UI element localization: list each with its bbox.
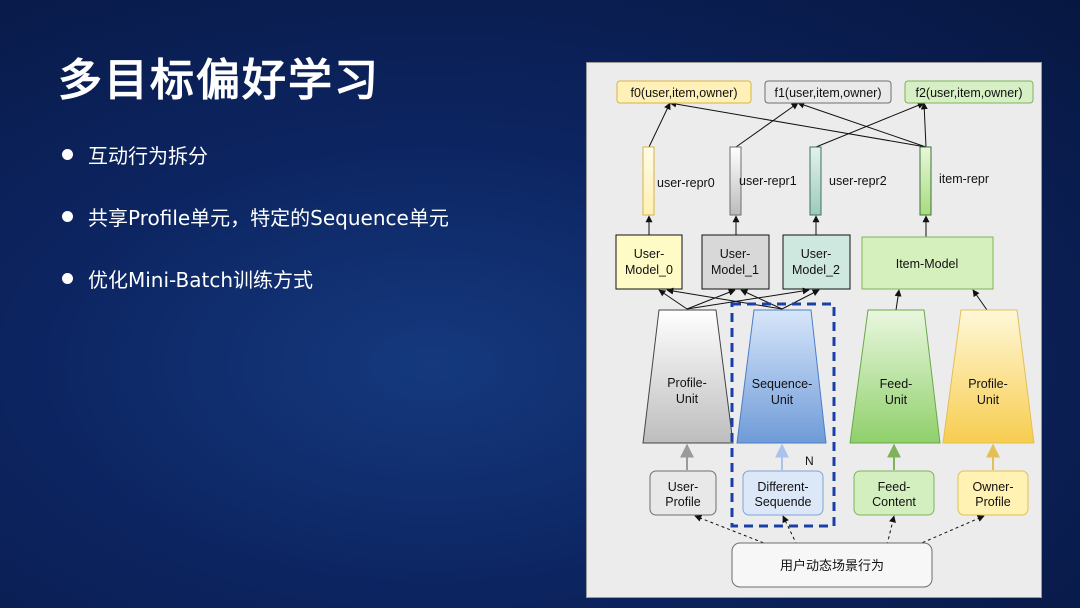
unit-label-feed-line2: Unit: [885, 393, 908, 407]
bullet-text: 优化Mini-Batch训练方式: [88, 268, 314, 292]
unit-to-model-arrows: [658, 287, 988, 311]
input-label-owner-line1: Owner-: [973, 480, 1014, 494]
input-label-user-line2: Profile: [665, 495, 700, 509]
repr-label-user0: user-repr0: [657, 176, 715, 190]
output-label-f0: f0(user,item,owner): [631, 86, 738, 100]
output-label-f1: f1(user,item,owner): [775, 86, 882, 100]
diagram-svg: f0(user,item,owner) f1(user,item,owner) …: [615, 80, 1035, 588]
output-box-f1: f1(user,item,owner): [764, 80, 892, 104]
model-label-user0-line2: Model_0: [625, 263, 673, 277]
input-different-sequence: Different- Sequende: [742, 470, 824, 516]
unit-label-sequence-line2: Unit: [771, 393, 794, 407]
input-owner-profile: Owner- Profile: [957, 470, 1029, 516]
repr-bar-user1: [729, 146, 742, 216]
model-box-user1: User- Model_1: [701, 234, 770, 290]
output-box-f2: f2(user,item,owner): [904, 80, 1034, 104]
unit-label-profile-line2: Unit: [676, 392, 699, 406]
model-label-user2-line1: User-: [801, 247, 832, 261]
repr-label-user2: user-repr2: [829, 174, 887, 188]
bullet-item: 共享Profile单元，特定的Sequence单元: [62, 202, 449, 264]
bullet-text: 互动行为拆分: [88, 144, 208, 168]
repeat-n-label: N: [805, 454, 814, 468]
repr-bar-item: [919, 146, 932, 216]
architecture-diagram: f0(user,item,owner) f1(user,item,owner) …: [586, 62, 1042, 598]
output-connectors: [648, 100, 928, 148]
unit-label-feed-line1: Feed-: [880, 377, 913, 391]
sequence-group-dashed-box: [730, 302, 836, 528]
model-label-user1-line1: User-: [720, 247, 751, 261]
source-label: 用户动态场景行为: [780, 558, 884, 574]
unit-label-profile-line1: Profile-: [667, 376, 707, 390]
model-box-user0: User- Model_0: [615, 234, 683, 290]
bullet-list: 互动行为拆分 共享Profile单元，特定的Sequence单元 优化Mini-…: [62, 140, 449, 326]
unit-label-sequence-line1: Sequence-: [752, 377, 812, 391]
bullet-text: 共享Profile单元，特定的Sequence单元: [88, 206, 449, 230]
model-label-item: Item-Model: [896, 257, 959, 271]
input-label-user-line1: User-: [668, 480, 699, 494]
repr-bar-user0: [642, 146, 655, 216]
output-label-f2: f2(user,item,owner): [916, 86, 1023, 100]
source-connectors: [694, 515, 985, 546]
bullet-dot-icon: [62, 149, 73, 160]
repr-bar-user2: [809, 146, 822, 216]
unit-feed: Feed- Unit: [849, 309, 941, 444]
repr-label-user1: user-repr1: [739, 174, 797, 188]
input-label-seq-line1: Different-: [757, 480, 808, 494]
unit-profile-user: Profile- Unit: [642, 309, 734, 444]
unit-profile-owner: Profile- Unit: [942, 309, 1035, 444]
model-label-user1-line2: Model_1: [711, 263, 759, 277]
input-label-seq-line2: Sequende: [754, 495, 811, 509]
input-label-feed-line2: Content: [872, 495, 916, 509]
output-box-f0: f0(user,item,owner): [616, 80, 752, 104]
bullet-item: 优化Mini-Batch训练方式: [62, 264, 449, 326]
model-to-repr-arrows: [645, 215, 930, 237]
source-box: 用户动态场景行为: [731, 542, 933, 588]
input-label-owner-line2: Profile: [975, 495, 1010, 509]
input-feed-content: Feed- Content: [853, 470, 935, 516]
model-box-user2: User- Model_2: [782, 234, 851, 290]
bullet-item: 互动行为拆分: [62, 140, 449, 202]
repr-label-item: item-repr: [939, 172, 989, 186]
unit-label-owner-line2: Unit: [977, 393, 1000, 407]
model-label-user0-line1: User-: [634, 247, 665, 261]
input-user-profile: User- Profile: [649, 470, 717, 516]
model-label-user2-line2: Model_2: [792, 263, 840, 277]
bullet-dot-icon: [62, 273, 73, 284]
model-box-item: Item-Model: [861, 236, 994, 290]
unit-sequence: Sequence- Unit: [736, 309, 827, 444]
slide-title: 多目标偏好学习: [58, 55, 380, 106]
unit-label-owner-line1: Profile-: [968, 377, 1008, 391]
bullet-dot-icon: [62, 211, 73, 222]
input-label-feed-line1: Feed-: [878, 480, 911, 494]
